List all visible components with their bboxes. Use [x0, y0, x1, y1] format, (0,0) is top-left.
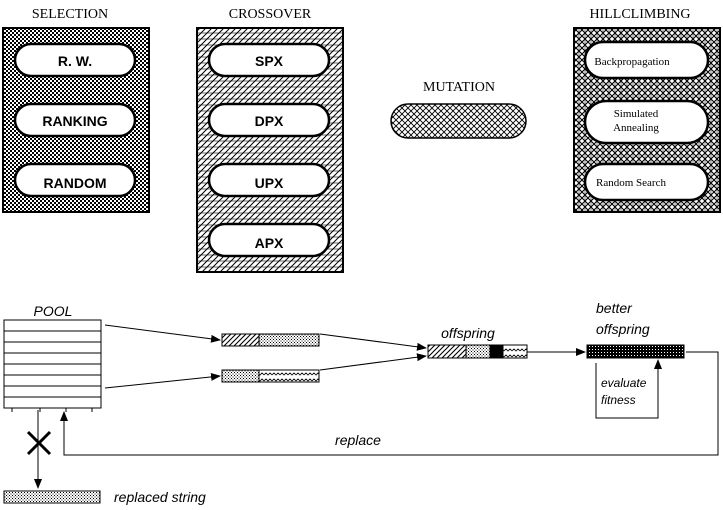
replaced-string-label: replaced string: [114, 489, 206, 505]
hillclimbing-item-label: Backpropagation: [594, 56, 670, 68]
hillclimbing-item-backpropagation[interactable]: Backpropagation: [583, 40, 710, 80]
better-offspring-string: [586, 344, 685, 359]
offspring-string: [427, 344, 528, 359]
pool-bottom-marks: [11, 408, 93, 412]
selection-item-rw[interactable]: R. W.: [13, 42, 137, 78]
crossover-item-label: APX: [255, 235, 284, 251]
crossover-item-upx[interactable]: UPX: [207, 162, 331, 198]
replace-loop-line: [63, 351, 719, 456]
pool-rows: [4, 330, 101, 398]
arrow-parent-1-to-offspring: [319, 333, 427, 351]
hillclimbing-panel: HILLCLIMBING Backpropagation Simulated A…: [573, 7, 721, 213]
mutation-operator[interactable]: [390, 103, 527, 139]
crossover-item-dpx[interactable]: DPX: [207, 102, 331, 138]
mutation-title: MUTATION: [423, 80, 495, 95]
hillclimbing-item-simulated-annealing[interactable]: Simulated Annealing: [583, 99, 710, 145]
crossover-title: CROSSOVER: [229, 7, 312, 22]
crossover-item-label: DPX: [255, 113, 284, 129]
pool-label: POOL: [34, 303, 73, 319]
better-offspring-label-line2: offspring: [596, 321, 650, 337]
pool: POOL: [3, 303, 102, 412]
crossover-item-label: UPX: [255, 175, 284, 191]
hillclimbing-item-random-search[interactable]: Random Search: [583, 162, 710, 202]
parent-string-2: [221, 369, 320, 383]
arrow-parent-2-to-offspring: [319, 353, 427, 371]
arrow-pool-to-parent-2: [104, 372, 221, 389]
crossover-item-label: SPX: [255, 53, 284, 69]
selection-item-label: R. W.: [58, 53, 92, 69]
mutation-panel: MUTATION: [390, 80, 527, 139]
crossover-item-spx[interactable]: SPX: [207, 42, 331, 78]
crossover-panel: CROSSOVER SPX DPX UPX APX: [196, 7, 344, 273]
better-offspring-label-line1: better: [596, 300, 633, 316]
hillclimbing-title: HILLCLIMBING: [589, 7, 690, 22]
crossover-item-apx[interactable]: APX: [207, 222, 331, 258]
replaced-string: [3, 490, 101, 504]
parent-string-1: [221, 333, 320, 347]
replace-label: replace: [335, 432, 381, 448]
selection-item-random[interactable]: RANDOM: [13, 162, 137, 198]
evaluate-label-line2: fitness: [601, 393, 636, 407]
selection-item-ranking[interactable]: RANKING: [13, 102, 137, 138]
remove-cross-icon: [26, 430, 52, 456]
hillclimbing-item-label-line1: Simulated: [614, 108, 659, 120]
offspring-label: offspring: [441, 325, 495, 341]
hillclimbing-item-label-line2: Annealing: [613, 122, 659, 134]
selection-panel: SELECTION R. W. RANKING RANDOM: [2, 7, 150, 213]
selection-item-label: RANDOM: [44, 175, 107, 191]
selection-item-label: RANKING: [42, 113, 107, 129]
hillclimbing-item-label: Random Search: [596, 177, 666, 189]
evaluate-fitness-box: evaluate fitness: [595, 359, 662, 419]
selection-title: SELECTION: [32, 7, 108, 22]
evaluate-label-line1: evaluate: [601, 376, 647, 390]
arrow-pool-to-parent-1: [104, 324, 221, 343]
